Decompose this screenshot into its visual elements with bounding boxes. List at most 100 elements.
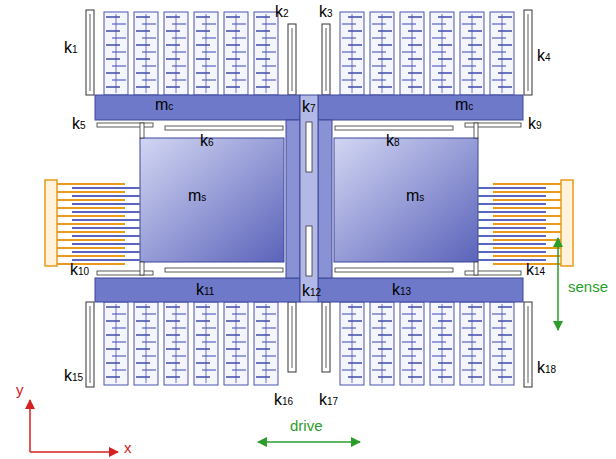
- sense-finger: [57, 247, 125, 249]
- mass-label: mc: [155, 97, 173, 113]
- spring-label: k18: [537, 360, 556, 376]
- comb-finger: [262, 341, 276, 343]
- comb-finger: [402, 37, 416, 39]
- sense-anchor: [45, 180, 57, 266]
- spring-slot: [306, 226, 312, 276]
- comb-finger: [492, 369, 506, 371]
- comb-finger: [172, 51, 186, 53]
- spring-label: k12: [302, 283, 321, 299]
- comb-finger: [402, 79, 416, 81]
- axis-arrow: [30, 451, 118, 453]
- comb-finger: [262, 327, 276, 329]
- comb-finger: [142, 369, 156, 371]
- comb-finger: [498, 16, 512, 18]
- sense-finger: [72, 187, 140, 189]
- comb-finger: [432, 51, 446, 53]
- sense-finger: [57, 239, 125, 241]
- comb-finger: [256, 58, 270, 60]
- comb-finger: [432, 79, 446, 81]
- comb-spine: [472, 14, 473, 93]
- comb-finger: [408, 58, 422, 60]
- comb-finger: [136, 16, 150, 18]
- spring-link: [474, 262, 478, 275]
- sense-finger: [57, 207, 125, 209]
- comb-spine: [146, 14, 147, 93]
- comb-finger: [342, 327, 356, 329]
- comb-finger: [226, 334, 240, 336]
- drive-comb: [340, 302, 364, 385]
- comb-finger: [498, 306, 512, 308]
- axis-arrow: [29, 400, 31, 452]
- comb-finger: [232, 341, 246, 343]
- comb-finger: [348, 376, 362, 378]
- spring-slot: [90, 14, 91, 91]
- comb-finger: [202, 23, 216, 25]
- comb-finger: [166, 30, 180, 32]
- comb-finger: [342, 313, 356, 315]
- comb-spine: [502, 14, 503, 93]
- comb-finger: [226, 320, 240, 322]
- comb-finger: [372, 65, 386, 67]
- drive-comb: [430, 12, 454, 95]
- drive-frame-bar: [95, 278, 300, 302]
- comb-finger: [342, 341, 356, 343]
- drive-mass: mcms: [318, 95, 523, 302]
- spring-label: k8: [386, 133, 400, 149]
- comb-finger: [112, 327, 126, 329]
- spring-label: k16: [274, 392, 293, 408]
- comb-finger: [492, 327, 506, 329]
- sense-finger: [478, 235, 546, 237]
- comb-finger: [262, 313, 276, 315]
- comb-finger: [136, 362, 150, 364]
- sense-finger: [478, 211, 546, 213]
- comb-finger: [432, 23, 446, 25]
- comb-finger: [262, 355, 276, 357]
- comb-finger: [432, 341, 446, 343]
- sense-finger: [57, 223, 125, 225]
- comb-finger: [136, 30, 150, 32]
- comb-finger: [202, 65, 216, 67]
- sense-finger: [493, 255, 561, 257]
- comb-finger: [106, 320, 120, 322]
- comb-spine: [472, 304, 473, 383]
- sense-arrow: [557, 238, 559, 330]
- sense-finger: [478, 227, 546, 229]
- comb-finger: [166, 320, 180, 322]
- direction-label: sense: [568, 279, 608, 294]
- comb-finger: [112, 369, 126, 371]
- comb-finger: [106, 86, 120, 88]
- comb-finger: [226, 30, 240, 32]
- spring-link: [140, 262, 144, 275]
- comb-spine: [442, 304, 443, 383]
- comb-finger: [202, 341, 216, 343]
- spring-label: k10: [70, 262, 89, 278]
- comb-finger: [226, 348, 240, 350]
- comb-finger: [112, 79, 126, 81]
- drive-comb: [430, 302, 454, 385]
- sense-finger: [72, 203, 140, 205]
- comb-spine: [412, 14, 413, 93]
- spring-beam: [97, 271, 153, 275]
- drive-comb: [164, 12, 188, 95]
- comb-finger: [166, 348, 180, 350]
- comb-finger: [402, 313, 416, 315]
- comb-finger: [256, 86, 270, 88]
- comb-finger: [348, 362, 362, 364]
- comb-finger: [462, 355, 476, 357]
- comb-finger: [106, 44, 120, 46]
- drive-comb: [370, 302, 394, 385]
- drive-comb: [490, 12, 514, 95]
- comb-finger: [438, 320, 452, 322]
- comb-finger: [136, 86, 150, 88]
- comb-finger: [106, 376, 120, 378]
- sense-finger: [493, 215, 561, 217]
- comb-spine: [116, 304, 117, 383]
- drive-comb: [134, 302, 158, 385]
- comb-finger: [468, 44, 482, 46]
- comb-finger: [348, 16, 362, 18]
- comb-finger: [226, 362, 240, 364]
- comb-finger: [438, 362, 452, 364]
- comb-spine: [382, 14, 383, 93]
- spring-beam: [86, 302, 94, 387]
